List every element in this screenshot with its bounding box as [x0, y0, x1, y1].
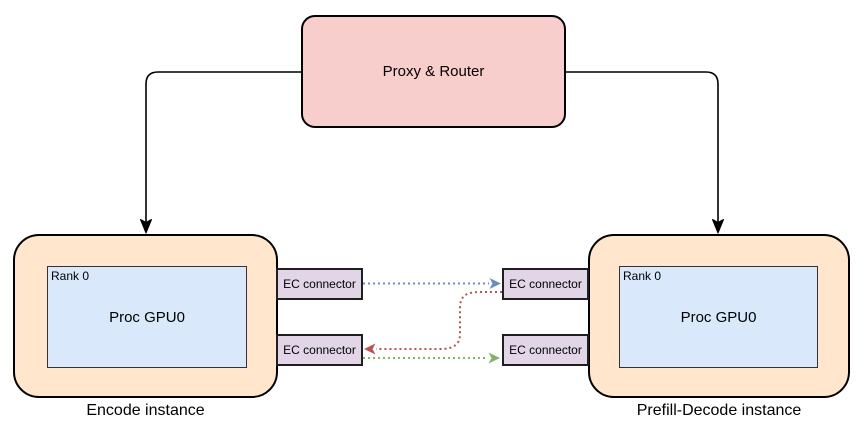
- prefill-decode-instance-caption: Prefill-Decode instance: [636, 402, 802, 419]
- ec-connector-label: EC connector: [509, 277, 582, 291]
- arrow-red-ec-link: [364, 291, 502, 355]
- arrowhead-left-icon: [364, 343, 376, 355]
- proxy-router-label: Proxy & Router: [382, 63, 485, 80]
- arrow-proxy-to-prefill-decode: [566, 71, 724, 234]
- ec-connector-label: EC connector: [283, 277, 356, 291]
- arrowhead-down-icon: [712, 219, 724, 234]
- prefill-decode-rank-label: Rank 0: [623, 269, 662, 283]
- ec-connector-prefill-decode-top: EC connector: [502, 268, 589, 300]
- proxy-router-node: Proxy & Router: [301, 15, 566, 128]
- ec-connector-encode-bottom: EC connector: [276, 334, 363, 366]
- ec-connector-encode-top: EC connector: [276, 268, 363, 300]
- arrow-green-ec-link: [363, 352, 500, 364]
- arrowhead-right-icon: [488, 352, 500, 364]
- encode-rank-label: Rank 0: [51, 269, 90, 283]
- encode-instance-caption: Encode instance: [86, 402, 205, 419]
- arrowhead-down-icon: [140, 219, 152, 234]
- ec-connector-prefill-decode-bottom: EC connector: [502, 334, 589, 366]
- arrow-blue-ec-link: [363, 278, 501, 289]
- arrow-proxy-to-encode: [140, 71, 301, 234]
- encode-gpu-box: Rank 0 Proc GPU0: [47, 266, 247, 368]
- encode-gpu-label: Proc GPU0: [109, 308, 185, 326]
- ec-connector-label: EC connector: [509, 343, 582, 357]
- arrowhead-right-icon: [489, 278, 501, 289]
- prefill-decode-gpu-box: Rank 0 Proc GPU0: [619, 266, 818, 368]
- ec-connector-label: EC connector: [283, 343, 356, 357]
- prefill-decode-gpu-label: Proc GPU0: [680, 308, 757, 326]
